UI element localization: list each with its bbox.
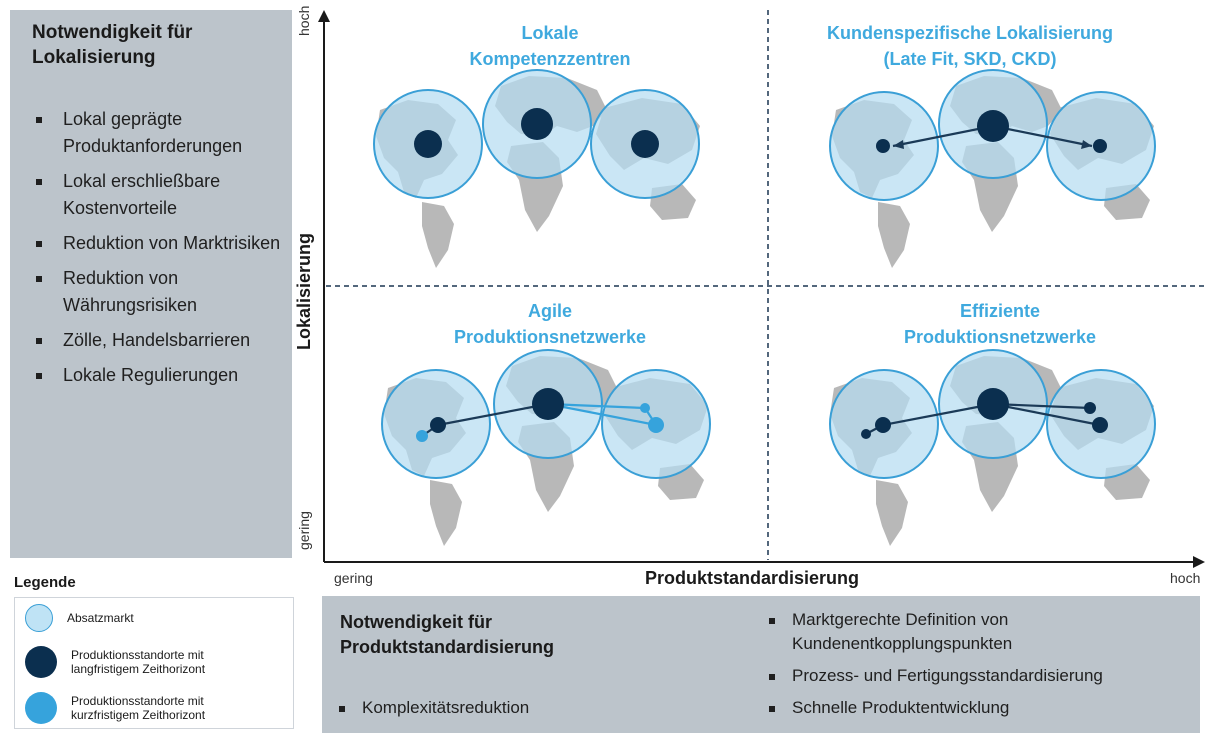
- legend-label-line: Produktionsstandorte mit: [71, 648, 204, 662]
- legend-label: Absatzmarkt: [67, 611, 134, 625]
- list-item: Lokale Regulierungen: [32, 362, 292, 389]
- supply-connection: [992, 402, 1101, 427]
- long-term-site-icon: [25, 646, 57, 678]
- list-item: Reduktion von Währungsrisiken: [32, 265, 292, 319]
- legend-box: Absatzmarkt Produktionsstandorte mit lan…: [14, 597, 294, 729]
- list-item: Zölle, Handelsbarrieren: [32, 327, 292, 354]
- localization-need-title-line2: Lokalisierung: [32, 47, 156, 68]
- legend-label-line: Produktionsstandorte mit: [71, 694, 204, 708]
- legend-item-long-term: Produktionsstandorte mit langfristigem Z…: [25, 646, 205, 678]
- list-item: Lokal erschließbare Kostenvorteile: [32, 168, 292, 222]
- list-item: Lokal geprägte Produktanforderungen: [32, 106, 292, 160]
- long-term-site: [1092, 417, 1108, 433]
- legend-item-short-term: Produktionsstandorte mit kurzfristigem Z…: [25, 692, 205, 724]
- y-axis-title: Lokalisierung: [294, 232, 314, 350]
- arrowhead: [893, 140, 904, 149]
- x-axis-title: Produktstandardisierung: [645, 568, 860, 588]
- legend-title: Legende: [14, 574, 76, 591]
- quadrant-title-line: Produktionsnetzwerke: [903, 327, 1097, 347]
- standardization-need-list-left: Komplexitätsreduktion: [336, 696, 529, 720]
- x-axis-high-label: hoch: [1170, 570, 1201, 586]
- standardization-need-title: Notwendigkeit für Produktstandardisierun…: [340, 610, 554, 660]
- long-term-site: [414, 130, 442, 158]
- localization-need-title-line1: Notwendigkeit für: [32, 22, 193, 43]
- y-axis-low-label: gering: [296, 511, 312, 550]
- list-item-line: Kundenentkopplungspunkten: [792, 634, 1013, 653]
- supply-connection: [892, 124, 994, 148]
- legend-label: Produktionsstandorte mit kurzfristigem Z…: [71, 694, 205, 722]
- long-term-site: [430, 417, 446, 433]
- localization-need-panel: Notwendigkeit für Lokalisierung Lokal ge…: [10, 10, 292, 558]
- list-item: Komplexitätsreduktion: [336, 696, 529, 720]
- quadrant-title-bottom-right: Effiziente Produktionsnetzwerke: [860, 298, 1140, 350]
- standardization-need-list-right: Marktgerechte Definition von Kundenentko…: [766, 608, 1196, 720]
- quadrant-title-line: Produktionsnetzwerke: [453, 327, 647, 347]
- arrowhead: [1081, 140, 1092, 149]
- long-term-site: [876, 139, 890, 153]
- x-axis-arrowhead: [1193, 556, 1205, 568]
- quadrant-title-line: Effiziente: [959, 301, 1040, 321]
- short-term-site-icon: [25, 692, 57, 724]
- quadrant-title-line: Lokale: [521, 23, 579, 43]
- market-circle-icon: [25, 604, 53, 632]
- long-term-site: [1084, 402, 1096, 414]
- list-item-line: Marktgerechte Definition von: [792, 610, 1009, 629]
- long-term-site: [521, 108, 553, 140]
- quadrant-title-line: (Late Fit, SKD, CKD): [883, 49, 1057, 69]
- localization-need-title: Notwendigkeit für Lokalisierung: [32, 20, 192, 70]
- short-term-site: [416, 430, 428, 442]
- y-axis-arrowhead: [318, 10, 330, 22]
- standardization-need-panel: Notwendigkeit für Produktstandardisierun…: [322, 596, 1200, 733]
- standardization-need-title-line1: Notwendigkeit für: [340, 612, 492, 632]
- long-term-site: [532, 388, 564, 420]
- long-term-site: [875, 417, 891, 433]
- supply-connection: [992, 402, 1091, 410]
- long-term-site: [1093, 139, 1107, 153]
- list-item: Prozess- und Fertigungsstandardisierung: [766, 664, 1196, 688]
- legend-item-market: Absatzmarkt: [25, 604, 134, 632]
- list-item: Reduktion von Marktrisiken: [32, 230, 292, 257]
- long-term-site: [977, 110, 1009, 142]
- quadrant-title-line: Agile: [527, 301, 572, 321]
- legend-label: Produktionsstandorte mit langfristigem Z…: [71, 648, 205, 676]
- list-item: Marktgerechte Definition von Kundenentko…: [766, 608, 1196, 656]
- supply-connection: [437, 402, 549, 427]
- quadrant-title-top-left: Lokale Kompetenzzentren: [430, 20, 670, 72]
- short-term-site: [640, 403, 650, 413]
- quadrant-title-line: Kundenspezifische Lokalisierung: [826, 23, 1114, 43]
- long-term-site: [861, 429, 871, 439]
- short-term-site: [648, 417, 664, 433]
- standardization-need-title-line2: Produktstandardisierung: [340, 637, 555, 657]
- supply-connection-short-term: [547, 402, 646, 410]
- quadrant-title-line: Kompetenzzentren: [469, 49, 631, 69]
- x-axis-low-label: gering: [334, 570, 373, 586]
- legend-label-line: kurzfristigem Zeithorizont: [71, 708, 206, 722]
- legend-label-line: langfristigem Zeithorizont: [71, 662, 206, 676]
- list-item: Schnelle Produktentwicklung: [766, 696, 1196, 720]
- supply-connection-short-term: [547, 402, 657, 427]
- long-term-site: [977, 388, 1009, 420]
- long-term-site: [631, 130, 659, 158]
- quadrant-title-bottom-left: Agile Produktionsnetzwerke: [430, 298, 670, 350]
- supply-connection: [882, 402, 994, 427]
- supply-connection: [992, 124, 1093, 148]
- quadrant-title-top-right: Kundenspezifische Lokalisierung (Late Fi…: [810, 20, 1130, 72]
- y-axis-high-label: hoch: [296, 5, 312, 36]
- localization-need-list: Lokal geprägte Produktanforderungen Loka…: [32, 106, 292, 397]
